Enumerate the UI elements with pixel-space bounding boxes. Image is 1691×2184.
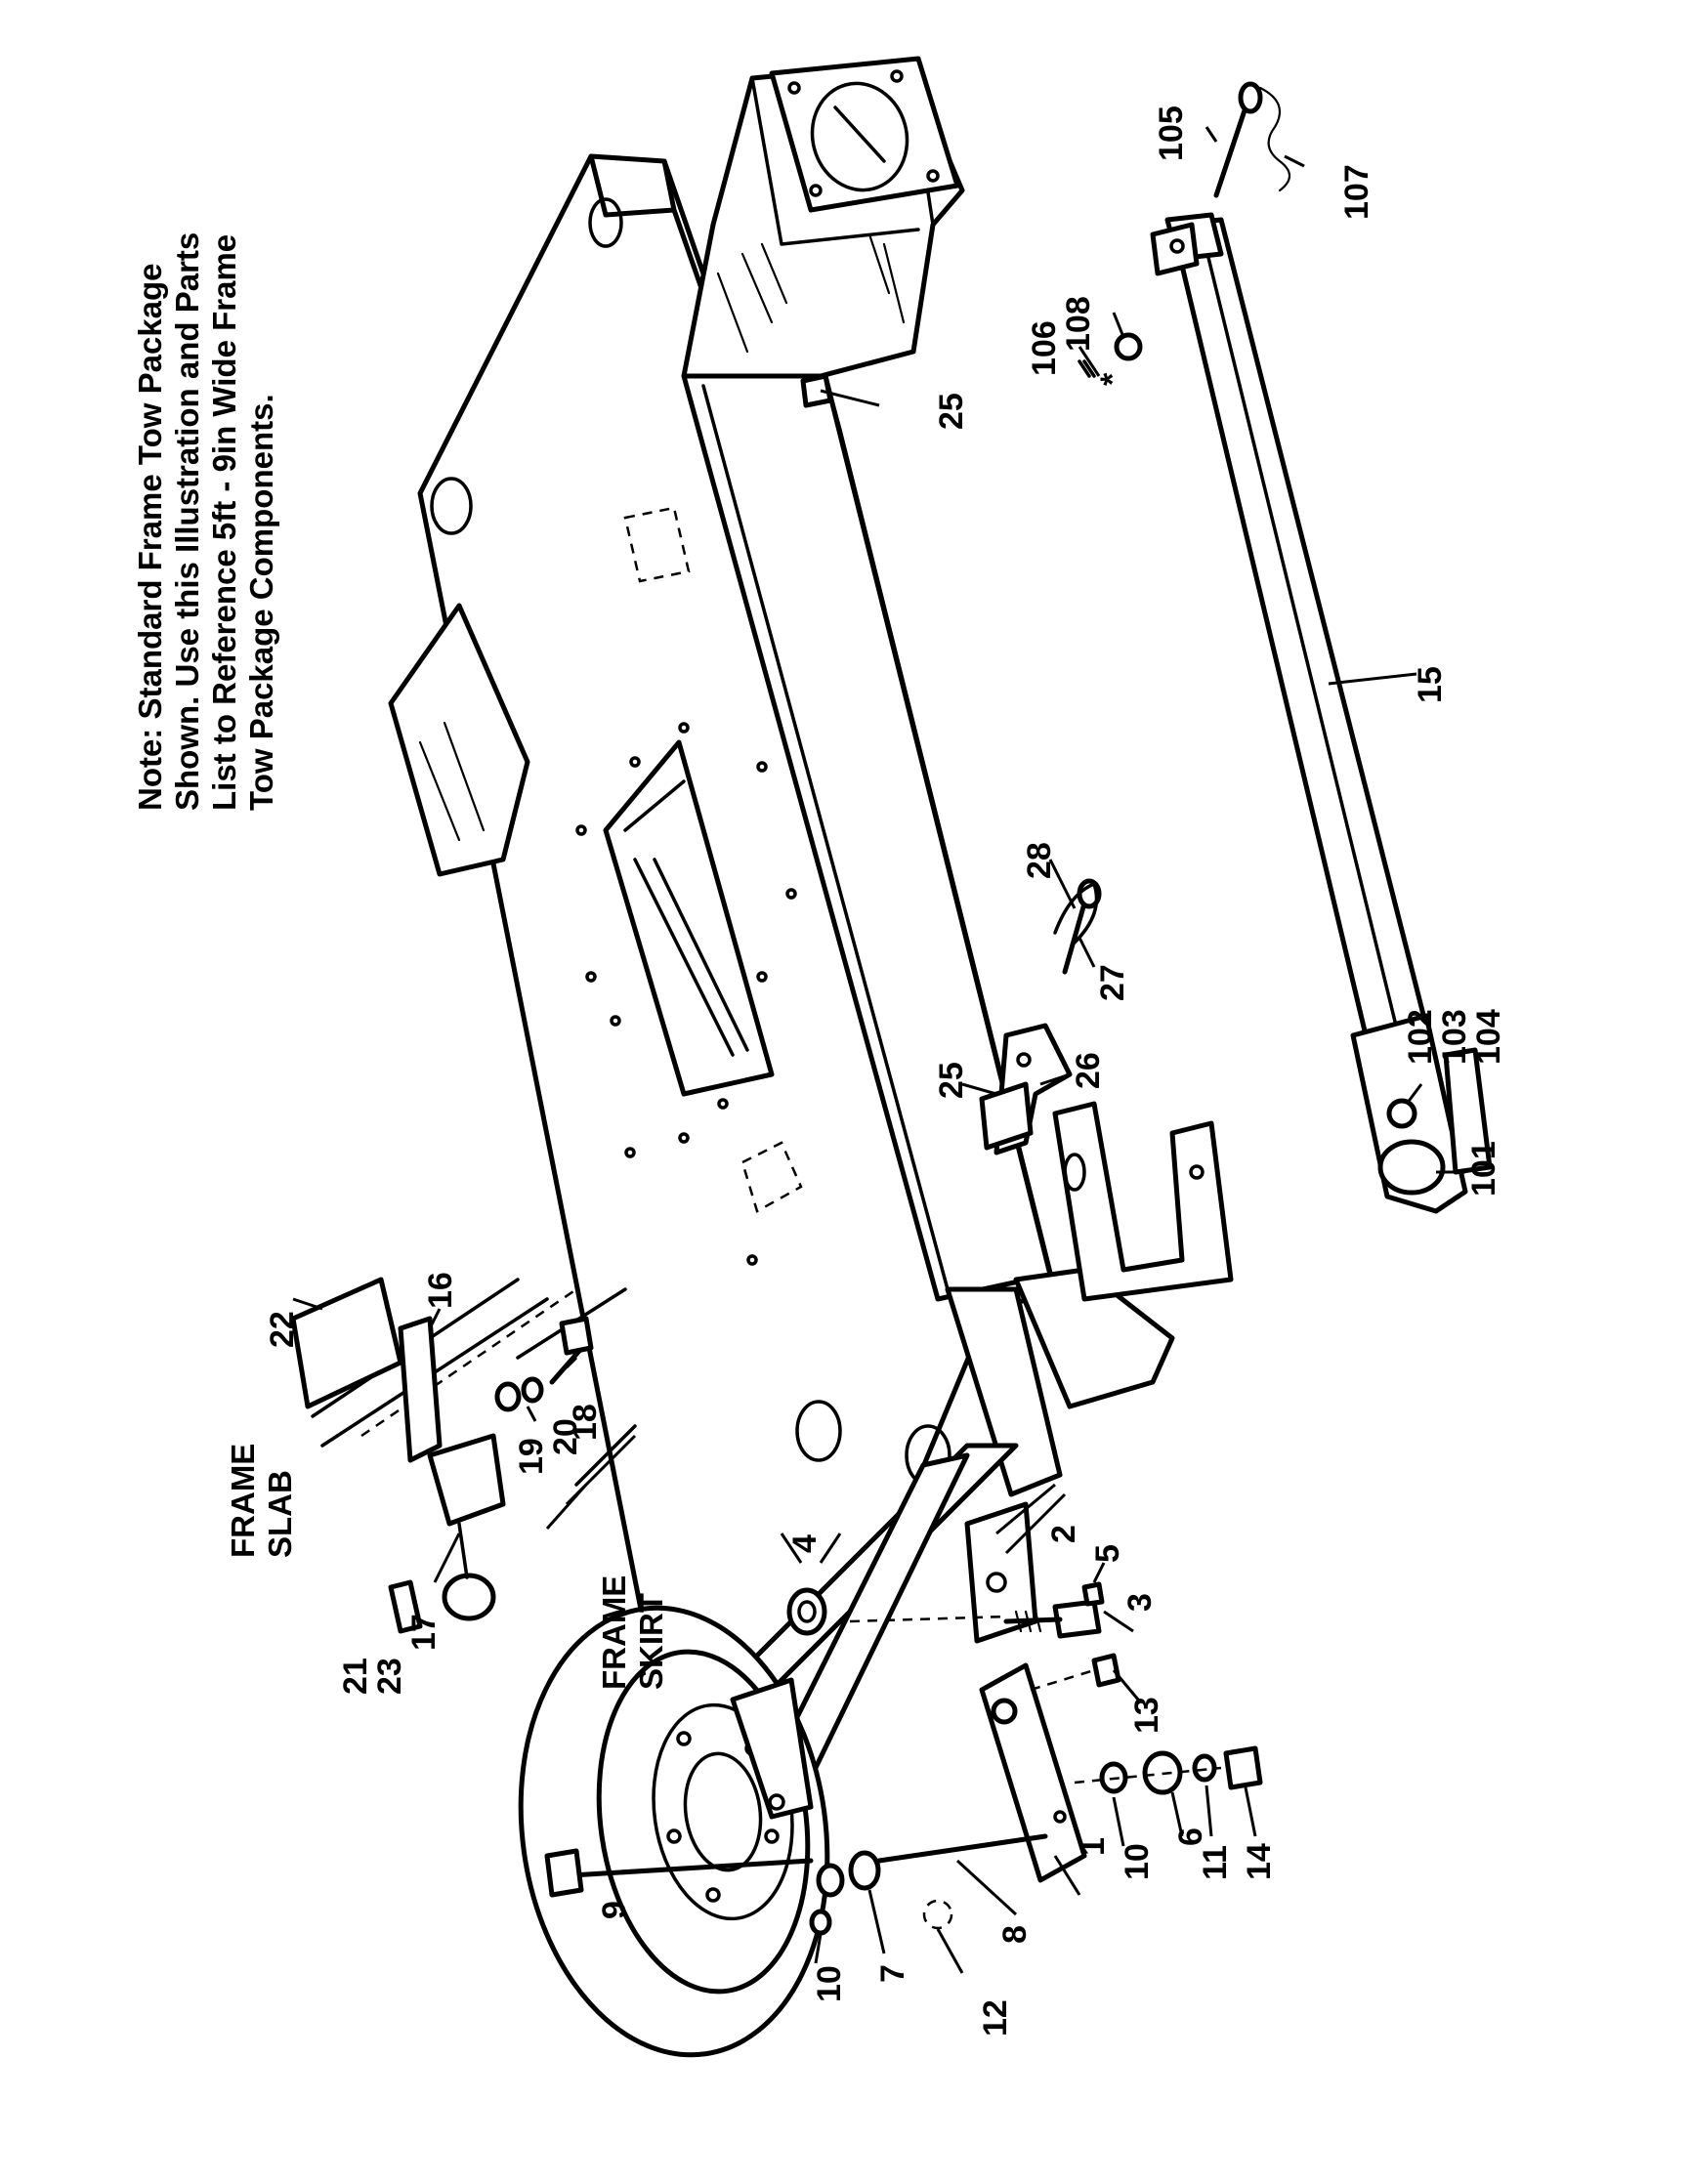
callout-26: 26 [1070,1052,1107,1089]
callout-5: 5 [1089,1544,1126,1563]
callout-108: 108 [1060,296,1097,352]
slab-skirt-detail [290,1277,637,1634]
callout-17: 17 [405,1614,443,1651]
bracket-26-pin-assembly [800,373,1102,1155]
callouts: 1 2 3 4 5 6 7 8 9 10 10 11 12 13 14 15 1… [264,105,1507,2037]
frame-skirt-label: FRAME SKIRT [596,1575,669,1690]
asterisk-mark: * [1094,372,1131,386]
callout-15: 15 [1412,666,1449,703]
callout-1: 1 [1075,1837,1112,1856]
callout-20: 20 [547,1418,584,1455]
frame-slab-label: FRAME SLAB [225,1444,298,1558]
callout-102: 102 [1402,1009,1439,1065]
caster-wheel [518,1605,830,2058]
callout-18: 18 [567,1404,604,1441]
callout-6: 6 [1172,1827,1209,1846]
callout-28: 28 [1021,842,1058,879]
callout-104: 104 [1470,1009,1507,1065]
callout-2: 2 [1045,1525,1082,1543]
tow-bar [1078,81,1493,1214]
frame-slab-line-1: FRAME [225,1444,261,1558]
leader-lines [292,126,1465,1974]
callout-14: 14 [1241,1843,1278,1880]
frame-skirt-line-2: SKIRT [633,1593,669,1690]
steering-arm-assembly [809,1653,1263,1936]
note-line-1: Note: Standard Frame Tow Package [132,263,168,811]
callout-10-upper: 10 [1119,1843,1156,1880]
note-line-4: Tow Package Components. [243,394,279,811]
callout-101: 101 [1465,1141,1502,1197]
callout-103: 103 [1436,1009,1473,1065]
callout-10-lower: 10 [811,1965,848,2002]
callout-11: 11 [1197,1845,1234,1880]
note-line-3: List to Reference 5ft - 9in Wide Frame [206,234,242,811]
callout-21: 21 [337,1658,374,1695]
callout-4: 4 [786,1534,824,1553]
note-block: Note: Standard Frame Tow Package Shown. … [132,232,279,811]
callout-8: 8 [996,1925,1034,1944]
callout-12: 12 [977,1999,1014,2037]
callout-13: 13 [1128,1697,1165,1734]
note-line-2: Shown. Use this Illustration and Parts [169,232,205,811]
frame-skirt-line-1: FRAME [596,1575,632,1690]
callout-25-upper: 25 [933,393,970,430]
callout-105: 105 [1153,105,1190,161]
callout-9: 9 [596,1901,633,1919]
callout-7: 7 [874,1964,911,1983]
callout-22: 22 [264,1311,301,1348]
callout-3: 3 [1121,1593,1159,1612]
frame-slab-line-2: SLAB [262,1470,298,1558]
pivot-hardware [786,1581,1105,1639]
callout-16: 16 [422,1272,459,1309]
callout-106: 106 [1026,320,1063,376]
callout-107: 107 [1338,164,1375,220]
callout-19: 19 [513,1438,550,1475]
callout-27: 27 [1094,964,1131,1001]
frame-deck [388,56,1068,1859]
callout-25-lower: 25 [933,1062,970,1099]
callout-23: 23 [371,1658,408,1695]
